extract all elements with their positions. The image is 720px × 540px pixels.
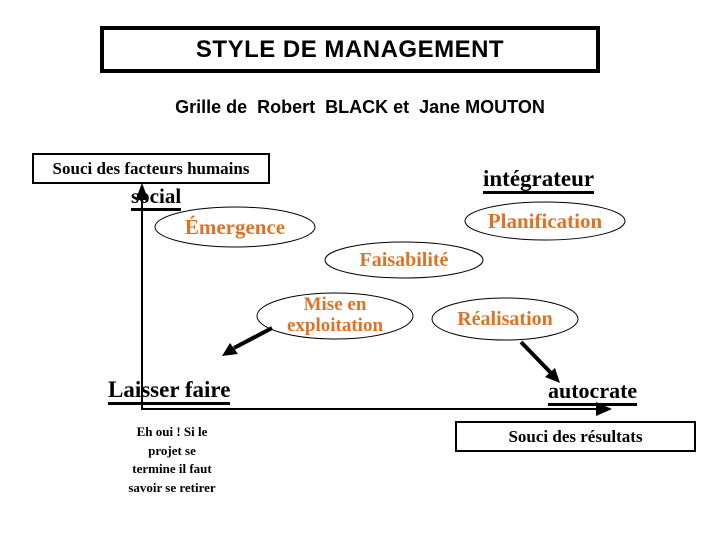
corner-label-laisser-faire: Laisser faire	[108, 377, 231, 406]
planification-ellipse	[464, 201, 626, 241]
y-axis-label: Souci des facteurs humains	[52, 158, 250, 178]
arrow-mise-to-laisser-faire-head-icon	[222, 343, 238, 356]
y-axis-arrow-up-icon	[135, 183, 149, 200]
y-axis-label-box: Souci des facteurs humains	[32, 153, 270, 184]
planification-label: Planification	[487, 209, 603, 233]
realisation-ellipse	[431, 297, 579, 341]
realisation-label: Réalisation	[457, 308, 553, 330]
emergence-label: Émergence	[184, 215, 286, 239]
faisabilite-ellipse	[324, 241, 484, 279]
slide-title: STYLE DE MANAGEMENT	[195, 35, 505, 63]
x-axis-label-box: Souci des résultats	[455, 421, 696, 452]
corner-label-autocrate: autocrate	[548, 378, 638, 407]
mise-en-exploitation-ellipse	[256, 292, 414, 340]
emergence-ellipse	[154, 206, 316, 248]
retirement-note: Eh oui ! Si le projet se termine il faut…	[128, 424, 216, 495]
arrow-realisation-to-autocrate-line	[519, 340, 553, 375]
x-axis-label: Souci des résultats	[508, 426, 643, 446]
arrow-realisation-to-autocrate-head-icon	[545, 368, 560, 383]
corner-label-integrateur: intégrateur	[483, 166, 595, 195]
subtitle: Grille de Robert BLACK et Jane MOUTON	[175, 97, 545, 117]
mise-en-exploitation-label: Mise en exploitation	[286, 294, 384, 336]
faisabilite-label: Faisabilité	[359, 249, 449, 271]
arrow-mise-to-laisser-faire-line	[233, 326, 273, 350]
title-box: STYLE DE MANAGEMENT	[100, 26, 600, 73]
corner-label-social: social	[131, 184, 182, 212]
